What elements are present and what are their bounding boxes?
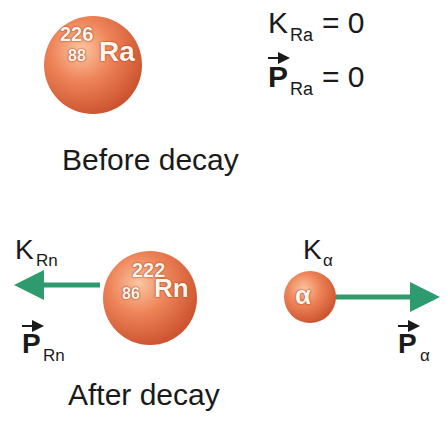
vector-arrow <box>22 325 40 327</box>
nucleus-label: 226 <box>60 24 93 44</box>
p-symbol: P <box>22 330 41 358</box>
nucleus-label: Rn <box>154 275 189 301</box>
value: = 0 <box>322 8 365 38</box>
nucleus-sphere: α <box>283 270 337 324</box>
vector-arrow <box>398 325 416 327</box>
subscript: α <box>323 252 333 269</box>
subscript: Rn <box>43 347 65 364</box>
value: = 0 <box>322 62 365 92</box>
subscript: Ra <box>290 26 313 44</box>
nucleus-label: 88 <box>68 48 86 64</box>
alpha-arrow <box>320 295 430 300</box>
vector-arrow <box>268 57 286 59</box>
p-symbol: P <box>268 62 288 92</box>
recoil-arrow <box>24 283 100 288</box>
caption-text: After decay <box>68 380 220 410</box>
nucleus-sphere: 22286Rn <box>102 250 198 346</box>
k-symbol: K <box>303 236 322 264</box>
k-symbol: K <box>268 8 288 38</box>
k-symbol: K <box>15 236 34 264</box>
nucleus-label: 86 <box>122 286 140 302</box>
nucleus-label: α <box>295 282 311 308</box>
nucleus-sphere: 226 88 Ra <box>43 15 143 115</box>
subscript: Rn <box>36 252 58 269</box>
nucleus-label: Ra <box>99 38 135 66</box>
subscript: Ra <box>290 80 313 98</box>
p-symbol: P <box>398 330 417 358</box>
subscript: α <box>420 347 430 364</box>
caption-text: Before decay <box>62 145 239 175</box>
